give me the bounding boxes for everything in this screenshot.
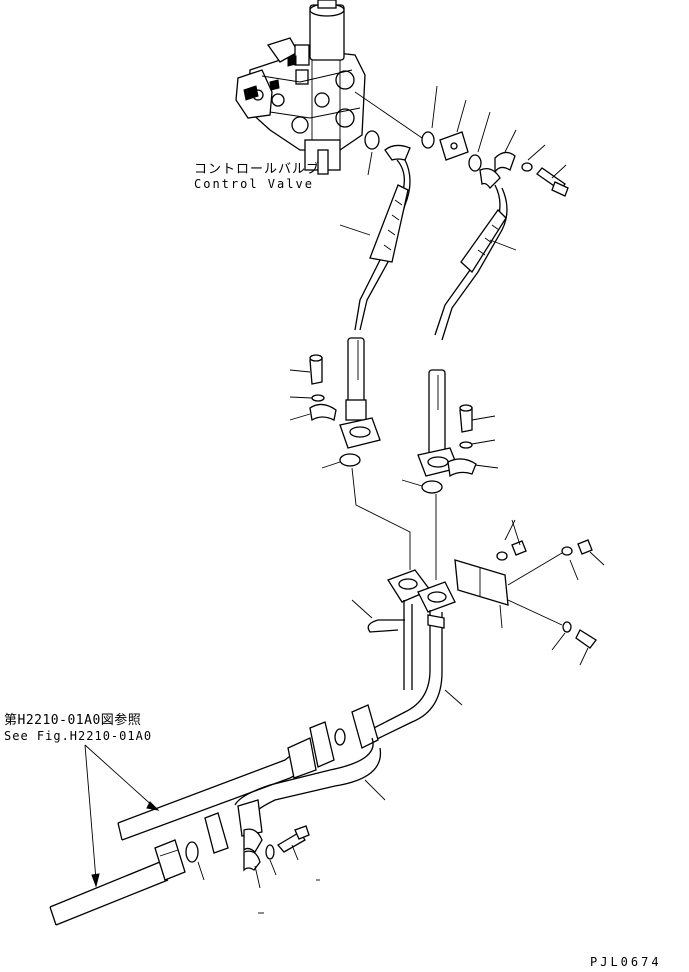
o-ring-icon [185,841,199,863]
pipe-icon [428,369,446,461]
clamp-bracket-icon [243,850,261,872]
clamp-bracket-icon [454,559,509,606]
o-ring-icon [468,154,482,172]
nut-icon [511,540,527,556]
pipe-icon [347,337,365,409]
bolt-icon [575,629,597,649]
o-ring-icon [421,480,443,494]
figure-reference-en: See Fig.H2210-01A0 [4,729,153,743]
control-valve-label-jp: コントロールバルブ [194,162,321,177]
pipe-icon [117,721,335,841]
flange-icon [154,839,186,881]
hose-icon [434,167,508,341]
u-bolt-icon [367,619,405,633]
control-valve-label-en: Control Valve [194,177,314,191]
clamp-bracket-icon [447,458,477,478]
pipe-icon [369,600,445,741]
pipe-icon [49,839,186,926]
o-ring-icon [364,130,380,150]
figure-reference-jp: 第H2210-01A0図参照 [4,713,142,728]
washer-icon [496,551,508,561]
o-ring-icon [421,131,435,149]
control-valve-icon [235,0,366,175]
o-ring-icon [339,453,361,467]
washer-icon [562,621,572,633]
pipe-icon [234,737,382,837]
washer-icon [311,394,325,402]
flange-icon [351,704,379,749]
hose-icon [354,144,411,331]
drawing-code: PJL0674 [590,955,662,969]
clamp-bracket-icon [243,828,263,854]
flange-icon [204,812,229,854]
washer-icon [265,844,275,860]
o-ring-icon [334,728,346,746]
washer-icon [521,162,533,172]
washer-icon [561,546,573,556]
nut-icon [577,539,593,555]
bolt-icon [309,357,323,385]
flange-icon [309,721,335,768]
clamp-bracket-icon [309,403,337,422]
washer-icon [459,441,473,449]
clamp-bracket-icon [494,151,516,175]
